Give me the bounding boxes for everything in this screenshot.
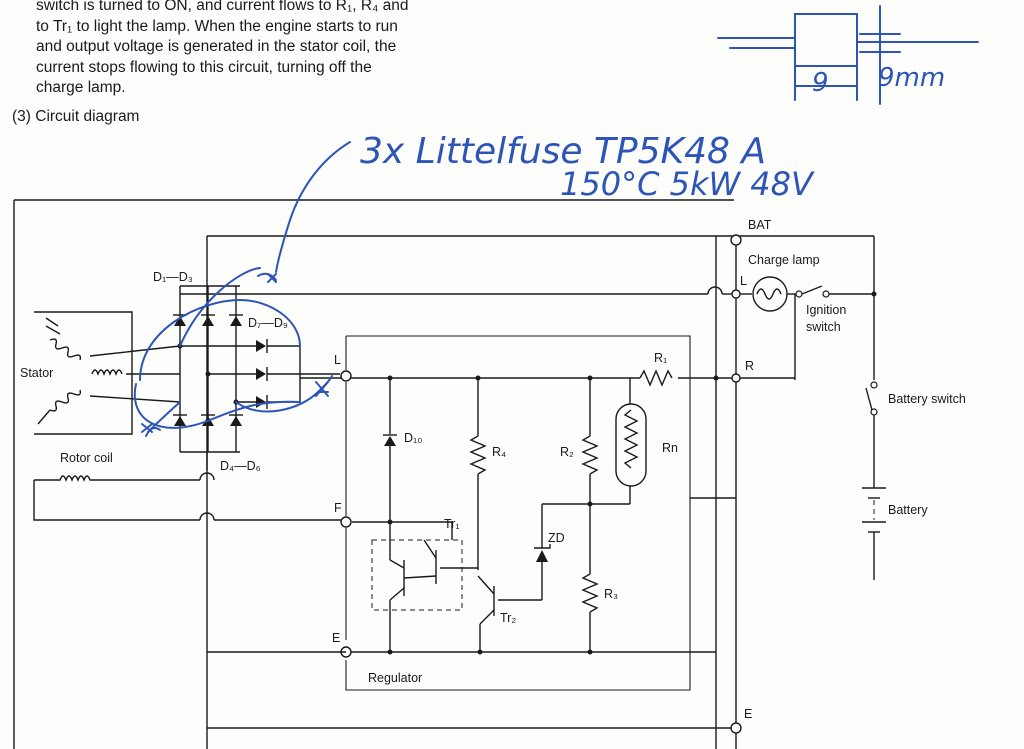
ignition-label: Ignition bbox=[806, 303, 846, 317]
bat-label: BAT bbox=[748, 218, 772, 232]
dimension-sketch bbox=[717, 5, 979, 105]
rotor-coil bbox=[33, 472, 352, 528]
regulator-internals bbox=[340, 375, 716, 658]
charge-lamp-icon bbox=[752, 276, 788, 312]
d10-label: D₁₀ bbox=[404, 431, 422, 445]
zd-label: ZD bbox=[548, 531, 565, 545]
d1-d3-label: D₁—D₃ bbox=[153, 270, 193, 284]
intro-line: to Tr₁ to light the lamp. When the engin… bbox=[36, 17, 398, 35]
alternator-outline bbox=[13, 199, 734, 749]
r1-label: R₁ bbox=[654, 351, 667, 365]
regulator-box bbox=[345, 335, 691, 691]
tr1-darlington-box bbox=[371, 539, 463, 611]
rn-thermistor-icon bbox=[615, 403, 647, 487]
r-line bbox=[300, 369, 795, 387]
terminal-r: R bbox=[745, 359, 754, 373]
d7-d9-label: D₇—D₉ bbox=[248, 316, 288, 330]
intro-line: switch is turned to ON, and current flow… bbox=[36, 0, 409, 14]
r2-label: R₂ bbox=[560, 445, 574, 459]
tr2-label: Tr₂ bbox=[500, 611, 516, 625]
ignition-switch-icon bbox=[801, 285, 823, 295]
intro-line: and output voltage is generated in the s… bbox=[36, 38, 397, 55]
terminal-e-left: E bbox=[332, 631, 340, 645]
ground-rail bbox=[207, 651, 742, 734]
stator-label: Stator bbox=[20, 366, 53, 380]
r4-label: R₄ bbox=[492, 445, 506, 459]
intro-paragraph: switch is turned to ON, and current flow… bbox=[36, 0, 476, 99]
tr1-label: Tr₁ bbox=[444, 517, 460, 531]
terminal-f: F bbox=[334, 501, 342, 515]
charge-lamp-label: Charge lamp bbox=[748, 253, 820, 267]
d10-icon bbox=[384, 436, 396, 446]
terminal-l-left: L bbox=[334, 353, 341, 367]
dimension-9: 9 bbox=[812, 68, 829, 98]
r3-label: R₃ bbox=[604, 587, 618, 601]
handwritten-specs: 150°C 5kW 48V bbox=[560, 165, 815, 203]
battery-switch-label: Battery switch bbox=[888, 392, 966, 406]
rn-label: Rn bbox=[662, 441, 678, 455]
bat-bus bbox=[206, 234, 875, 749]
battery-branch bbox=[862, 381, 886, 580]
regulator-label: Regulator bbox=[368, 671, 422, 685]
rotor-coil-label: Rotor coil bbox=[60, 451, 113, 465]
charge-lamp-circuit bbox=[180, 276, 877, 380]
stator-coil bbox=[34, 311, 181, 435]
battery-label: Battery bbox=[888, 503, 928, 517]
d4-d6-label: D₄—D₆ bbox=[220, 459, 261, 473]
battery-switch-icon bbox=[865, 387, 873, 411]
dimension-9mm: 9mm bbox=[878, 63, 945, 93]
handwritten-part-number: 3x Littelfuse TP5K48 A bbox=[360, 131, 766, 172]
terminal-l-right: L bbox=[740, 274, 747, 288]
handwritten-annotation bbox=[133, 141, 351, 437]
ignition-label: switch bbox=[806, 320, 841, 334]
section-title: (3) Circuit diagram bbox=[12, 108, 140, 125]
terminal-e-right: E bbox=[744, 707, 752, 721]
zener-diode-icon bbox=[536, 550, 548, 562]
intro-line: charge lamp. bbox=[36, 79, 126, 96]
intro-line: current stops flowing to this circuit, t… bbox=[36, 58, 372, 76]
